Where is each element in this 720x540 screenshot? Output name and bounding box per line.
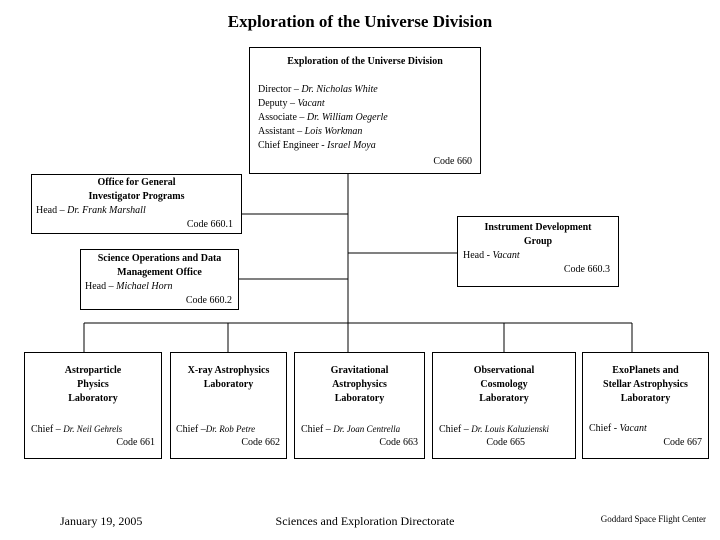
staff-row-chief-engineer: Chief Engineer - Israel Moya [258,140,376,151]
division-code: Code 660 [433,156,472,167]
lab-chief: Chief – Dr. Joan Centrella [301,424,401,435]
ogip-box: Office for General Investigator Programs… [31,174,242,234]
lab-code: Code 663 [379,437,418,448]
sodmo-name: Science Operations and Data Management O… [97,253,222,278]
division-box: Exploration of the Universe Division Dir… [249,47,481,174]
lab-chief: Chief – Dr. Neil Gehrels [31,424,123,435]
ogip-code: Code 660.1 [186,219,233,230]
sodmo-code: Code 660.2 [185,295,232,306]
staff-row-assistant: Assistant – Lois Workman [258,126,363,137]
lab-code: Code 665 [486,437,525,448]
sodmo-box: Science Operations and Data Management O… [80,249,239,310]
footer-date: January 19, 2005 [60,514,143,528]
footer-directorate: Sciences and Exploration Directorate [275,514,455,528]
staff-row-deputy: Deputy – Vacant [258,98,325,109]
page-title: Exploration of the Universe Division [227,12,493,31]
lab-code: Code 667 [663,437,702,448]
lab-chief: Chief – Dr. Louis Kaluzienski [439,424,549,435]
idg-box: Instrument Development Group Head - Vaca… [457,216,619,287]
lab-chief: Chief –Dr. Rob Petre [176,424,256,435]
idg-head: Head - Vacant [463,250,520,261]
division-staff-list: Director – Dr. Nicholas White Deputy – V… [258,83,480,153]
idg-code: Code 660.3 [563,264,610,275]
idg-name: Instrument Development Group [484,222,592,247]
footer-center: Goddard Space Flight Center [600,514,706,524]
division-name: Exploration of the Universe Division [287,56,443,67]
lab-code: Code 661 [116,437,155,448]
sodmo-head: Head – Michael Horn [85,281,173,292]
staff-row-associate: Associate – Dr. William Oegerle [258,112,388,123]
lab-chief: Chief - Vacant [589,423,647,434]
staff-row-director: Director – Dr. Nicholas White [258,84,378,95]
ogip-name: Office for General Investigator Programs [88,177,185,202]
ogip-head: Head – Dr. Frank Marshall [36,205,146,216]
lab-code: Code 662 [241,437,280,448]
